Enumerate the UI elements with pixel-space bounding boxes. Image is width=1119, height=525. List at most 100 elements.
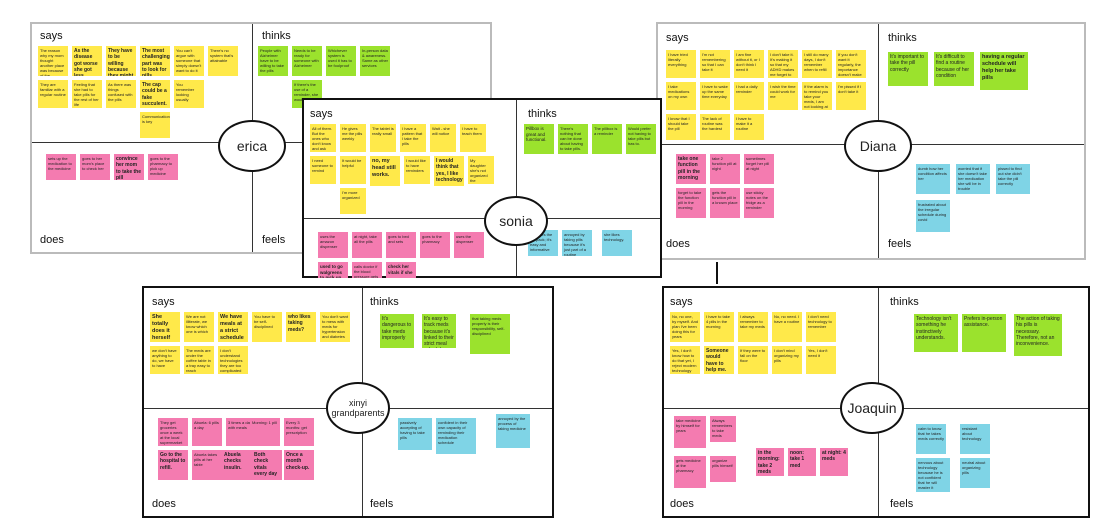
persona-circle: sonia [484, 196, 548, 246]
says-note: I still do many days, I don't remember w… [802, 50, 832, 78]
persona-circle: Diana [844, 120, 912, 172]
label-does: does [666, 238, 690, 250]
says-note: we don't have anything to do, we have to… [150, 346, 180, 374]
label-thinks: thinks [890, 296, 919, 308]
label-says: says [310, 108, 333, 120]
thinks-note: It's easy to track meds because it's lin… [422, 314, 456, 348]
connector-line [716, 262, 718, 284]
feels-note: nervous about technology because he is n… [916, 458, 950, 492]
does-note: at night: 4 meds [820, 448, 848, 476]
does-note: calls doctor if the blood pressure gets … [352, 262, 382, 278]
feels-note: worried that if she doesn't take her med… [956, 164, 990, 194]
does-note: Abuela takes pills at her table [192, 450, 222, 480]
feels-note: pissed to find out she didn't take the p… [996, 164, 1030, 194]
says-note: The reason why my mom thought another pl… [38, 46, 68, 76]
does-note: sets up the medication to the medicine [46, 154, 76, 180]
feels-note: frustrated about the irregular schedule … [916, 200, 950, 232]
thinks-note: People with Alzheimer have to be willing… [258, 46, 288, 76]
says-note: I would like to have reminders [404, 156, 430, 184]
thinks-note: Would prefer not having to take pills bu… [626, 124, 656, 154]
says-note: I don't take it. It's making it so that … [768, 50, 798, 78]
does-note: Both check vitals every day [252, 450, 282, 480]
thinks-note: that taking meds properly is their respo… [470, 314, 510, 354]
does-note: check her vitals if she [386, 262, 416, 278]
says-note: My daughter she's not organized the sche… [468, 156, 494, 184]
feels-note: confident in their own capacity of remin… [436, 418, 476, 454]
does-note: goes to her mom's place to check her [80, 154, 110, 180]
does-note: take one function pill in the morning [676, 154, 706, 184]
does-note: gets the function pill in a known place [710, 188, 740, 218]
persona-name: Diana [859, 138, 897, 154]
feels-note: she likes technology. [602, 230, 632, 256]
says-note: I have a pattern that I take the pills [400, 124, 426, 152]
label-does: does [670, 498, 694, 510]
divider-vertical [516, 100, 517, 276]
thinks-note: Needs to be ready for someone with Alzhe… [292, 46, 322, 76]
says-note: The tablet is really small [370, 124, 396, 152]
thinks-note: In-person data & awareness. Same as othe… [360, 46, 390, 76]
label-does: does [152, 498, 176, 510]
says-note: Yes, I don't need it [806, 346, 836, 374]
does-note: Every 3 months: get prescription [284, 418, 314, 446]
board-sonia: says thinks All of them. But the ones wh… [302, 98, 662, 278]
label-says: says [40, 30, 63, 42]
does-note: organize pills himself [710, 456, 736, 482]
feels-note: neutral about organizing pills [960, 458, 990, 488]
says-note: The meds are under the coffee table in a… [184, 346, 214, 374]
does-note: forget to take the function pill in the … [676, 188, 706, 218]
says-note: no, my head still works. [370, 156, 400, 186]
board-diana: says thinks does feels I have tried lite… [656, 22, 1086, 260]
says-note: Wait - she will notice [430, 124, 456, 152]
says-note: Someone would have to help me. [704, 346, 734, 374]
says-note: The lack of routine was the hardest [700, 114, 730, 140]
says-note: You don't want to mess with meds for hyp… [320, 312, 350, 342]
says-note: As there was things confused with the pi… [106, 80, 136, 108]
says-note: I take medications on my own [666, 82, 696, 110]
says-note: If the alarm is to remind you take your … [802, 82, 832, 110]
does-note: used to go walgreens to pick up [318, 262, 348, 278]
does-note: convince her mom to take the pill [114, 154, 144, 180]
persona-name: erica [236, 138, 268, 154]
does-note: in the morning: take 2 meds [756, 448, 784, 476]
says-note: They are familiar with a regular routine [38, 80, 68, 108]
says-note: The cap could be a fake succulent. [140, 80, 170, 108]
says-note: I have tried literally everything [666, 50, 696, 78]
persona-circle: Joaquin [840, 382, 904, 434]
feels-note: calm to know that he takes meds correctl… [916, 424, 946, 454]
thinks-note: Whichever system is used it has to be fo… [326, 46, 356, 76]
says-note: I had a daily reminder [734, 82, 764, 110]
does-note: noon: take 1 med [788, 448, 816, 476]
says-note: We have meals at a strict schedule [218, 312, 248, 342]
says-note: They have to be willing because they mig… [106, 46, 136, 76]
says-note: The most challenging part was to look fo… [140, 46, 170, 76]
says-note: I would think that yes, I like technolog… [434, 156, 464, 186]
says-note: I know that I should take the pill [666, 114, 696, 140]
label-thinks: thinks [528, 108, 557, 120]
does-note: gets medicine at the pharmacy [674, 456, 706, 488]
label-feels: feels [890, 498, 914, 510]
label-does: does [40, 234, 64, 246]
says-note: You can't argue with someone that simply… [174, 46, 204, 76]
says-note: I always remember to take my meds [738, 312, 768, 342]
says-note: All of them. But the ones who don't know… [310, 124, 336, 152]
says-note: I have to wake up the same time everyday [700, 82, 730, 110]
says-note: It would be helpful [340, 156, 366, 184]
does-note: take 2 function pill at night [710, 154, 740, 184]
feels-note: passively accepting of having to take pi… [398, 418, 432, 450]
does-note: Always remembers to take meds [710, 416, 736, 442]
says-note: If they were to fall on the floor [738, 346, 768, 374]
says-note: I don't mind organizing my pills [772, 346, 802, 374]
persona-name: xinyi grandparents [331, 398, 385, 418]
board-joaquin: says thinks does feels No, no one, by my… [662, 286, 1090, 518]
says-note: As the disease got worse she got less co… [72, 46, 102, 76]
says-note: She totally does it herself [150, 312, 180, 342]
label-thinks: thinks [262, 30, 291, 42]
says-note: There's no system that's attainable [208, 46, 238, 76]
says-note: I'm pissed if I don't take it [836, 82, 866, 110]
does-note: uses the dispenser [454, 232, 484, 258]
label-says: says [666, 32, 689, 44]
does-note: take medicine by himself for years [674, 416, 706, 448]
does-note: sometimes forget her pill at night [744, 154, 774, 184]
says-note: Yes, I don't know how to do that yet, I … [670, 346, 700, 374]
does-note: Morning: 1 pill [250, 418, 280, 446]
